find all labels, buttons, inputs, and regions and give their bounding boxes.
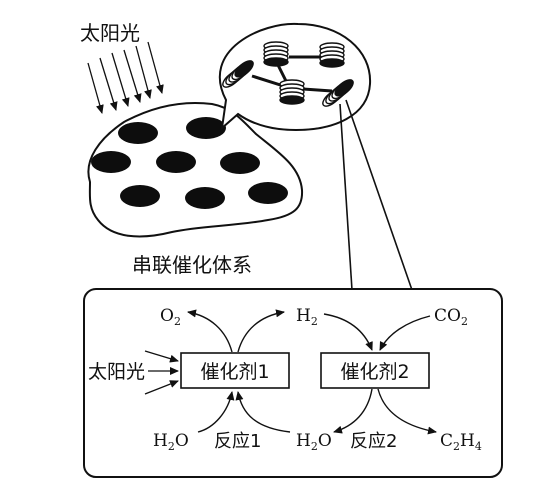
sunlight-arrows-top — [87, 41, 164, 114]
catalyst-particle — [91, 151, 131, 173]
arrow-co2-to-catalyst2 — [379, 315, 431, 351]
catalyst-unit-stack — [319, 42, 345, 68]
catalyst2-label: 催化剂2 — [340, 361, 409, 383]
sun-ray — [144, 380, 179, 395]
sunlight-arrows-left — [144, 350, 179, 395]
arrow-h2o-left-to-catalyst1 — [197, 391, 235, 433]
catalyst2-box — [320, 352, 430, 389]
species-o2: O2 — [160, 306, 181, 328]
sun-ray — [99, 57, 118, 111]
catalyst-unit-stack — [322, 79, 354, 107]
zoom-line-left — [339, 103, 353, 291]
catalyst1-box — [180, 352, 290, 389]
reaction-arrows — [187, 309, 437, 435]
species-h2: H2 — [296, 306, 318, 328]
arrow-h2o-right-to-catalyst1 — [235, 391, 291, 433]
catalyst-particle — [248, 182, 288, 204]
catalyst-particle — [185, 187, 225, 209]
sunlight-label-top: 太阳光 — [80, 21, 140, 45]
catalyst-particle — [156, 151, 196, 173]
arrow-catalyst2-to-c2h4 — [377, 388, 437, 435]
sun-ray — [135, 45, 152, 99]
linked-catalyst-units — [222, 41, 354, 107]
zoom-line-right — [345, 99, 413, 291]
sun-ray — [111, 52, 130, 107]
species-c2h4: C2H4 — [440, 431, 482, 453]
system-caption: 串联催化体系 — [132, 253, 252, 277]
catalyst-particle — [118, 122, 158, 144]
catalyst-particle — [220, 152, 260, 174]
catalyst1-label: 催化剂1 — [200, 361, 269, 383]
reaction-detail-box — [83, 288, 503, 478]
species-h2o-left: H2O — [153, 431, 189, 453]
species-h2o-right: H2O — [296, 431, 332, 453]
sun-ray — [87, 62, 104, 114]
catalyst-unit-stack — [222, 60, 254, 88]
reaction2-label: 反应2 — [350, 431, 397, 452]
sunlight-label-left: 太阳光 — [88, 361, 145, 383]
arrow-h2-to-catalyst2 — [323, 313, 373, 351]
sun-ray — [144, 350, 179, 363]
sun-ray — [147, 41, 164, 94]
catalyst-particles — [91, 117, 288, 209]
linker-bar — [302, 87, 333, 93]
reaction1-label: 反应1 — [214, 431, 261, 452]
arrow-catalyst2-to-h2o — [333, 388, 373, 434]
zoom-lines — [339, 99, 413, 291]
species-co2: CO2 — [434, 306, 468, 328]
arrow-to-h2 — [237, 309, 285, 353]
arrow-to-o2 — [187, 309, 233, 353]
catalyst-unit-stack — [263, 41, 289, 67]
catalyst-particle — [186, 117, 226, 139]
catalyst-unit-stack — [279, 79, 305, 105]
sun-ray — [123, 49, 142, 103]
catalyst-particle — [120, 185, 160, 207]
